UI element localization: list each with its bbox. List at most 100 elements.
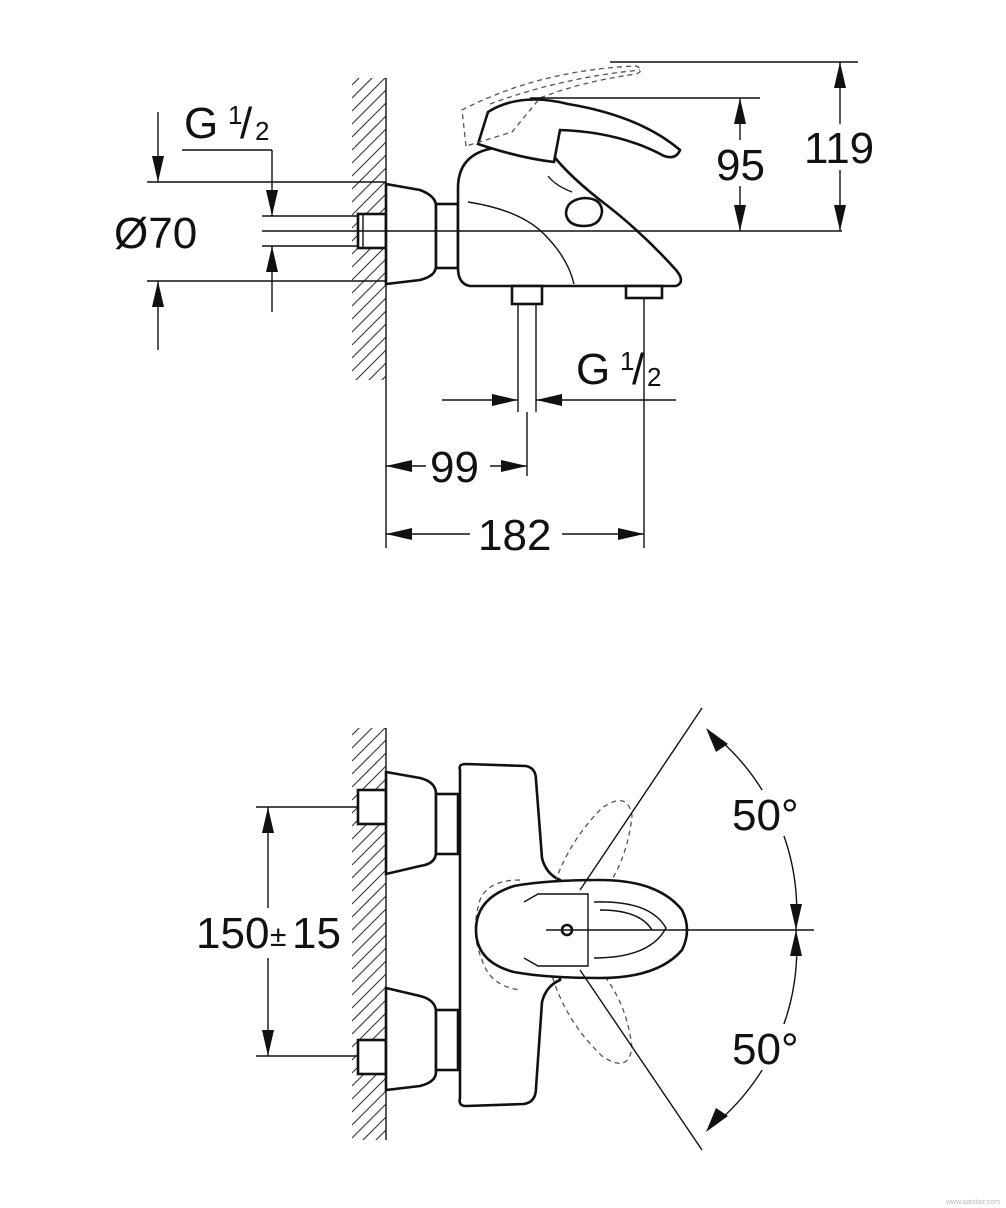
hatch-line xyxy=(381,375,386,380)
dim-arrow xyxy=(262,807,274,833)
dim-arrow xyxy=(790,930,802,956)
dim-arrow xyxy=(790,904,802,930)
hatch-line xyxy=(352,102,386,138)
hatch-line xyxy=(352,947,386,983)
thread-top-den: 2 xyxy=(255,116,269,146)
label-mask xyxy=(712,140,768,186)
hatch-line xyxy=(352,78,373,99)
escutcheon-upper xyxy=(384,770,438,876)
hatch-line xyxy=(352,78,386,112)
diameter-label: Ø70 xyxy=(114,209,197,258)
hatch-line xyxy=(352,167,386,203)
bottom-outlet-2 xyxy=(624,284,664,300)
hatch-line xyxy=(352,271,386,307)
hatch-line xyxy=(352,739,386,775)
hatch-line xyxy=(352,934,386,970)
hatch-line xyxy=(352,999,386,1035)
dim-arrow xyxy=(152,156,164,182)
hatch-line xyxy=(352,297,386,333)
hatch-line xyxy=(375,1129,386,1140)
hatch-line xyxy=(352,1156,386,1190)
dim-arrow xyxy=(262,1030,274,1056)
connector-nut-lower xyxy=(434,1008,460,1072)
hatch-line xyxy=(352,728,360,736)
hatch-line xyxy=(368,362,386,380)
hatch-line xyxy=(352,154,386,190)
hatch-line xyxy=(352,402,386,436)
dim-arrow xyxy=(152,281,164,307)
connector-nut-upper xyxy=(434,792,460,856)
thread-top-base: G xyxy=(184,99,218,148)
hatch-line xyxy=(352,688,386,722)
depth-182-label: 182 xyxy=(478,511,551,560)
hatch-line xyxy=(352,258,386,294)
dim-arrow xyxy=(706,728,728,752)
lever-raised-outline xyxy=(489,69,641,105)
dim-arrow xyxy=(834,205,846,231)
thread-bottom-base: G xyxy=(576,345,610,394)
hatch-line xyxy=(352,38,386,72)
hatch-line xyxy=(352,415,386,449)
dim-arrow xyxy=(618,528,644,540)
label-mask xyxy=(728,790,812,836)
lever-swing-outline-upper xyxy=(547,800,633,920)
hatch-line xyxy=(352,728,373,749)
hatch-line xyxy=(352,323,386,359)
body-contour xyxy=(467,201,575,285)
angle-upper-label: 50° xyxy=(732,791,799,840)
angle-lower-label: 50° xyxy=(732,1025,799,1074)
hatch-line xyxy=(352,856,386,892)
hatch-line xyxy=(352,1103,386,1139)
hatch-line xyxy=(352,180,386,216)
height-95-label: 95 xyxy=(716,141,765,190)
bottom-outlet-1 xyxy=(510,284,544,306)
hatch-line xyxy=(352,89,386,125)
hatch-line xyxy=(352,141,386,177)
dim-arrow xyxy=(386,528,412,540)
hatch-line xyxy=(352,960,386,996)
hatch-line xyxy=(352,1169,386,1203)
watermark: www.sanitair.com xyxy=(945,1199,1000,1206)
hatch-line xyxy=(352,752,386,788)
side-view: G 1 / 2 Ø70 95 119 G 1 / 2 99 xyxy=(114,38,882,560)
wall-connector-upper xyxy=(356,788,388,826)
hatch-line xyxy=(352,869,386,905)
escutcheon-lower xyxy=(384,986,438,1092)
hatch-line xyxy=(352,1077,386,1113)
hatch-line xyxy=(352,310,386,346)
body-contour xyxy=(547,175,573,193)
hatch-line xyxy=(352,921,386,957)
lever-detail xyxy=(599,909,653,931)
hatch-line xyxy=(352,1143,386,1177)
dim-arrow xyxy=(492,394,518,406)
wall-connector-lower xyxy=(356,1038,388,1076)
hatch-line xyxy=(352,843,386,879)
hatch-line xyxy=(352,389,386,423)
hatch-line xyxy=(352,728,386,762)
thread-bottom-slash: / xyxy=(632,345,645,394)
dim-arrow xyxy=(706,1108,728,1132)
escutcheon-flange xyxy=(384,182,438,286)
dim-arrow xyxy=(266,246,278,272)
hatch-line xyxy=(352,895,386,931)
hatch-line xyxy=(352,1090,386,1126)
height-119-label: 119 xyxy=(804,124,874,173)
depth-99-label: 99 xyxy=(430,443,479,492)
lever-handle xyxy=(476,98,682,164)
dim-arrow xyxy=(734,98,746,124)
hatch-line xyxy=(362,1116,386,1140)
hatch-line xyxy=(352,882,386,918)
hatch-line xyxy=(352,78,360,86)
dim-arrow xyxy=(266,190,278,216)
dim-arrow xyxy=(834,62,846,88)
hatch-line xyxy=(352,336,386,372)
hatch-line xyxy=(352,973,386,1009)
hatch-line xyxy=(352,284,386,320)
spacing-value: 150 xyxy=(196,909,269,958)
top-view: 50° 50° 150 ± 15 xyxy=(196,688,814,1203)
thread-top-slash: / xyxy=(240,99,253,148)
hatch-line xyxy=(352,908,386,944)
dim-arrow xyxy=(501,460,527,472)
hatch-line xyxy=(352,986,386,1022)
